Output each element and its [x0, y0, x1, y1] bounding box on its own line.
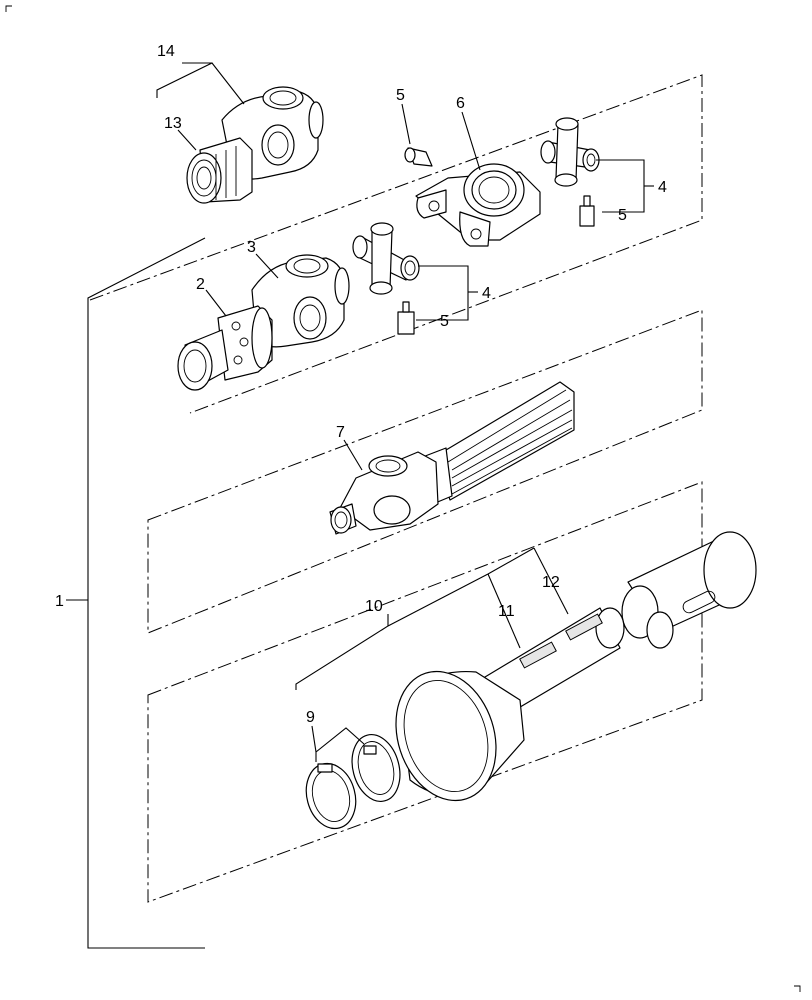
callout-3: 3 — [247, 239, 256, 256]
callout-6: 6 — [456, 95, 465, 112]
callout-labels: 1 2 3 4 4 5 5 5 6 7 9 10 11 12 13 14 — [55, 43, 667, 726]
callout-12: 12 — [542, 574, 560, 591]
callout-5-lower: 5 — [440, 313, 449, 330]
flanged-yoke-part-6 — [415, 163, 541, 247]
outer-shield-tube-part-12 — [621, 531, 757, 639]
crop-marks — [5, 5, 801, 992]
splined-shaft-yoke-part-7 — [329, 381, 575, 535]
callout-14: 14 — [157, 43, 175, 60]
callout-7: 7 — [336, 424, 345, 441]
callout-5-top: 5 — [396, 87, 405, 104]
cross-journal-part-4-upper — [540, 117, 600, 187]
grease-fitting-part-5-top — [404, 147, 433, 167]
grease-fitting-part-5-lower — [397, 301, 415, 335]
callout-11: 11 — [498, 603, 515, 620]
callout-5-right: 5 — [618, 207, 627, 224]
callout-2: 2 — [196, 276, 205, 293]
yoke-part-3 — [251, 254, 350, 348]
callout-10: 10 — [365, 598, 383, 615]
callout-4-upper: 4 — [658, 179, 667, 196]
callout-1: 1 — [55, 593, 64, 610]
bearing-collar-part-2 — [177, 305, 273, 391]
callout-4-lower: 4 — [482, 285, 491, 302]
cross-journal-part-4-lower — [352, 222, 420, 295]
splined-hub-part-13 — [186, 137, 253, 204]
callout-9: 9 — [306, 709, 315, 726]
leader-lines — [156, 62, 654, 762]
callout-13: 13 — [164, 115, 182, 132]
retaining-ring-part-9-right — [351, 734, 401, 802]
grease-fitting-part-5-right — [579, 195, 595, 227]
retaining-ring-part-9-left — [305, 762, 357, 830]
shield-cone-part-10 — [395, 670, 525, 802]
assembly-bracket — [66, 237, 206, 949]
section-boundaries — [89, 74, 703, 903]
inner-shield-tube-part-11 — [479, 607, 674, 717]
